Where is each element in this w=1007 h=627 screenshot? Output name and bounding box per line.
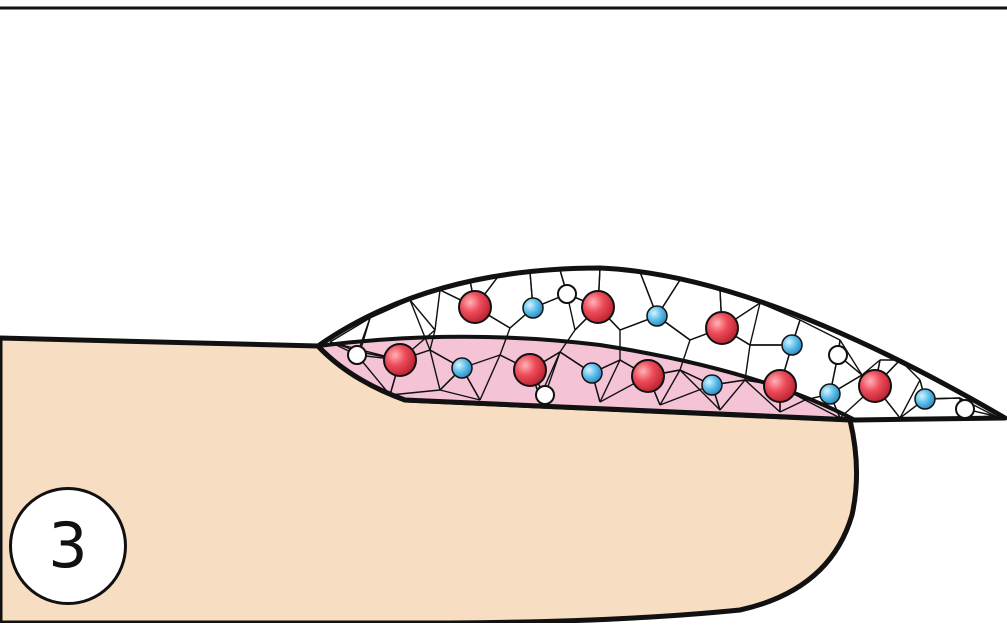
small-blue-node	[452, 358, 472, 378]
small-blue-node	[782, 335, 802, 355]
step-number-badge: 3	[9, 487, 127, 605]
large-red-node	[582, 291, 614, 323]
small-blue-node	[582, 363, 602, 383]
large-red-node	[764, 370, 796, 402]
large-red-node	[514, 354, 546, 386]
small-blue-node	[523, 298, 543, 318]
hollow-node	[558, 285, 576, 303]
small-blue-node	[647, 306, 667, 326]
small-blue-node	[820, 384, 840, 404]
hollow-node	[536, 386, 554, 404]
small-blue-node	[702, 375, 722, 395]
hollow-node	[348, 346, 366, 364]
hollow-node	[829, 346, 847, 364]
large-red-node	[459, 291, 491, 323]
large-red-node	[859, 370, 891, 402]
large-red-node	[706, 312, 738, 344]
small-blue-node	[915, 389, 935, 409]
large-red-node	[384, 344, 416, 376]
large-red-node	[632, 360, 664, 392]
hollow-node	[956, 400, 974, 418]
